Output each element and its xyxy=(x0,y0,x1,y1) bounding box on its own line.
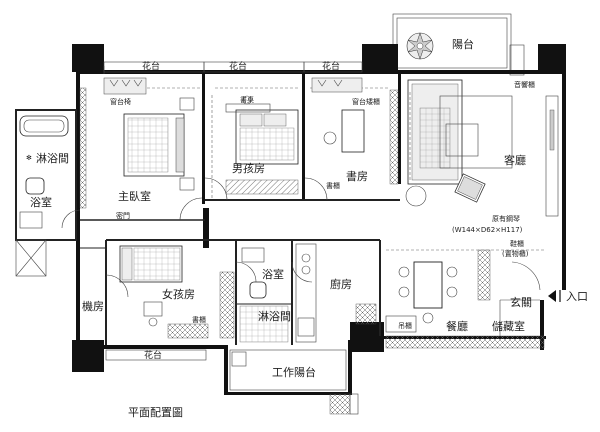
planters-top xyxy=(103,61,363,74)
label-bookcase-boys: 書櫃 xyxy=(326,181,340,190)
dining-cabinet xyxy=(385,315,417,333)
label-foyer: 玄關 xyxy=(510,295,532,309)
boys-chair xyxy=(242,95,252,105)
label-shower-left: 淋浴間 xyxy=(36,152,69,165)
side-table xyxy=(405,185,427,207)
shoe-cabinet xyxy=(477,249,491,301)
armchair xyxy=(454,173,486,203)
entrance-door-swing xyxy=(511,261,541,291)
door-swings xyxy=(61,177,328,298)
label-piano-2: (W144×D62×H117) xyxy=(452,226,523,234)
plant-icon xyxy=(406,32,434,60)
label-storage: 儲藏室 xyxy=(492,319,525,333)
label-shower-mid: 淋浴間 xyxy=(258,310,291,323)
planter-label-1: 花台 xyxy=(142,60,160,72)
label-machine-room: 機房 xyxy=(82,299,104,313)
hanging-cabinet xyxy=(385,335,545,349)
master-bed xyxy=(123,97,195,191)
label-secret-door: 密門 xyxy=(116,211,130,220)
entrance-arrow-icon xyxy=(548,290,556,302)
interior-walls xyxy=(15,74,401,345)
bookcase-girls xyxy=(167,323,209,339)
label-dining: 餐廳 xyxy=(446,319,468,333)
label-work-balcony: 工作陽台 xyxy=(272,365,316,379)
label-bath-mid: 浴室 xyxy=(262,267,284,281)
kitchen-counter xyxy=(295,243,377,343)
sink-left xyxy=(19,211,43,229)
label-desk-boys: 書桌 xyxy=(240,95,254,104)
study-desk xyxy=(311,77,365,153)
boys-desk xyxy=(225,103,271,113)
closet-study xyxy=(389,89,399,185)
label-bath-left: 浴室 xyxy=(30,195,52,209)
bathtub xyxy=(19,115,69,137)
label-window-cabinet: 窗台矮櫃 xyxy=(352,97,380,106)
label-study: 書房 xyxy=(346,169,368,183)
label-piano-1: 原有鋼琴 xyxy=(492,214,520,223)
living-sofa xyxy=(407,79,513,185)
closet-master xyxy=(79,87,87,209)
window-seat-master xyxy=(103,77,147,95)
girls-chair xyxy=(148,317,158,327)
laundry-sink xyxy=(231,351,247,367)
closet-girls xyxy=(219,271,235,339)
plan-title: 平面配置圖 xyxy=(128,406,183,419)
audio-cabinet xyxy=(545,95,559,217)
label-kitchen: 廚房 xyxy=(330,277,352,291)
shower-mid-area xyxy=(239,305,289,343)
planter-bottom xyxy=(105,349,207,361)
label-boys-room: 男孩房 xyxy=(232,162,265,175)
bookcase-boys xyxy=(225,179,299,195)
shower-head-icon: ✻ xyxy=(26,154,32,162)
label-bookcase-girls: 書櫃 xyxy=(192,315,206,324)
girls-bed xyxy=(119,245,183,283)
label-girls-room: 女孩房 xyxy=(162,287,195,301)
sink-mid xyxy=(241,247,265,263)
label-balcony-top: 陽台 xyxy=(452,37,474,51)
label-audio-cabinet: 音響櫃 xyxy=(514,80,535,89)
toilet-mid xyxy=(249,281,267,299)
planter-label-4: 花台 xyxy=(144,349,162,361)
dining-table xyxy=(398,261,458,324)
label-window-seat: 窗台椅 xyxy=(110,97,131,106)
label-master-bedroom: 主臥室 xyxy=(118,189,151,203)
boys-bed xyxy=(235,109,299,165)
planter-label-2: 花台 xyxy=(229,60,247,72)
label-entrance: 入口 xyxy=(566,290,588,303)
toilet-left xyxy=(25,177,45,195)
work-balcony-area xyxy=(229,349,347,391)
planter-label-3: 花台 xyxy=(322,60,340,72)
girls-desk xyxy=(143,301,163,317)
label-hanging-cabinet: 吊櫃 xyxy=(398,321,412,330)
label-shoe-cabinet-2: (置物櫃) xyxy=(502,249,529,258)
label-living-room: 客廳 xyxy=(504,153,526,167)
label-shoe-cabinet-1: 鞋櫃 xyxy=(510,239,524,248)
